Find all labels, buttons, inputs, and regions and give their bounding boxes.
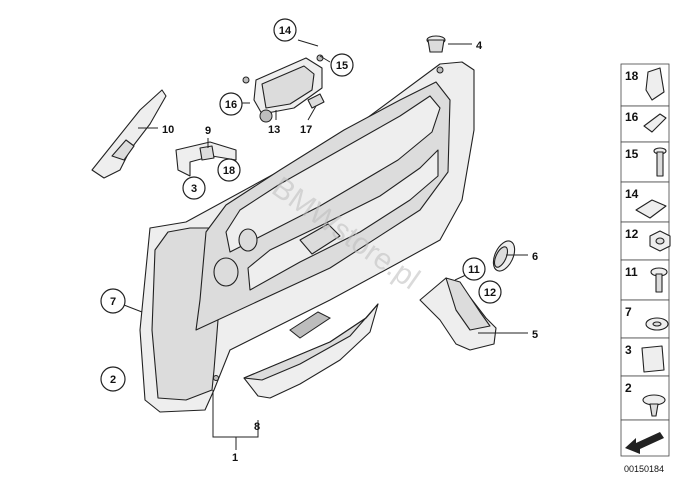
legend-num-14: 14	[625, 187, 639, 201]
label-14-text: 14	[279, 25, 292, 37]
label-3: 3	[182, 176, 206, 200]
label-16: 16	[219, 92, 243, 116]
legend-item-arrow	[620, 419, 670, 457]
label-8-text: 8	[254, 421, 260, 433]
clip-17	[307, 93, 325, 109]
label-14: 14	[273, 18, 297, 42]
mirror-triangle-cover	[91, 89, 167, 179]
door-trim-panel	[139, 61, 475, 413]
label-9: 9	[205, 125, 211, 137]
washer-screw-icon	[650, 267, 668, 293]
clamp-icon	[641, 345, 665, 373]
legend-num-3: 3	[625, 343, 632, 357]
drawing-number: 00150184	[624, 464, 664, 474]
door-pocket	[243, 303, 379, 399]
label-17-text: 17	[300, 124, 312, 136]
label-4: 4	[476, 40, 483, 52]
label-5-text: 5	[532, 329, 538, 341]
label-1: 1	[232, 452, 238, 464]
legend-num-16: 16	[625, 110, 639, 124]
label-12-text: 12	[484, 287, 496, 299]
label-15-text: 15	[336, 60, 348, 72]
cover-disc-6	[492, 240, 516, 272]
label-7: 7	[100, 288, 126, 314]
arrow-icon	[625, 432, 664, 454]
label-16-text: 16	[225, 99, 237, 111]
label-18: 18	[217, 158, 241, 182]
speaker-module	[242, 54, 324, 123]
legend-item-14: 14	[620, 181, 670, 223]
label-13-text: 13	[268, 124, 280, 136]
label-15: 15	[330, 53, 354, 77]
legend-item-15: 15	[620, 141, 670, 183]
spring-clip-icon	[643, 113, 667, 133]
label-3-text: 3	[191, 183, 197, 195]
label-6: 6	[532, 251, 538, 263]
expanding-rivet-icon	[642, 394, 666, 417]
label-11: 11	[462, 257, 486, 281]
legend-item-16: 16	[620, 105, 670, 143]
legend-item-7: 7	[620, 299, 670, 339]
legend-item-2: 2	[620, 375, 670, 421]
label-12: 12	[478, 280, 502, 304]
legend-item-11: 11	[620, 259, 670, 301]
label-10-text: 10	[162, 124, 174, 136]
bracket	[175, 141, 237, 177]
hex-nut-icon	[649, 230, 671, 252]
label-13: 13	[268, 124, 280, 136]
label-2: 2	[100, 366, 126, 392]
plug-4	[426, 35, 446, 53]
fastener-legend: 18 16 15 14 12	[620, 63, 671, 457]
label-17: 17	[300, 124, 312, 136]
handle-cover-5	[419, 277, 497, 351]
label-9-text: 9	[205, 125, 211, 137]
label-2-text: 2	[110, 374, 116, 386]
label-6-text: 6	[532, 251, 538, 263]
label-7-text: 7	[110, 296, 116, 308]
legend-num-11: 11	[625, 265, 638, 279]
legend-num-15: 15	[625, 147, 639, 161]
legend-num-18: 18	[625, 69, 639, 83]
legend-item-12: 12	[620, 221, 671, 261]
label-1-text: 1	[232, 452, 238, 464]
label-11-text: 11	[468, 264, 480, 276]
label-4-text: 4	[476, 40, 483, 52]
clip-icon	[645, 67, 665, 101]
label-8: 8	[254, 421, 260, 433]
legend-num-12: 12	[625, 227, 639, 241]
screw-icon	[653, 147, 667, 177]
legend-num-7: 7	[625, 305, 632, 319]
legend-item-3: 3	[620, 337, 670, 377]
label-10: 10	[162, 124, 174, 136]
legend-item-18: 18	[620, 63, 670, 107]
label-5: 5	[532, 329, 538, 341]
speed-nut-icon	[635, 199, 667, 219]
star-clip-icon	[645, 317, 669, 331]
legend-num-2: 2	[625, 381, 632, 395]
label-18-text: 18	[223, 165, 235, 177]
